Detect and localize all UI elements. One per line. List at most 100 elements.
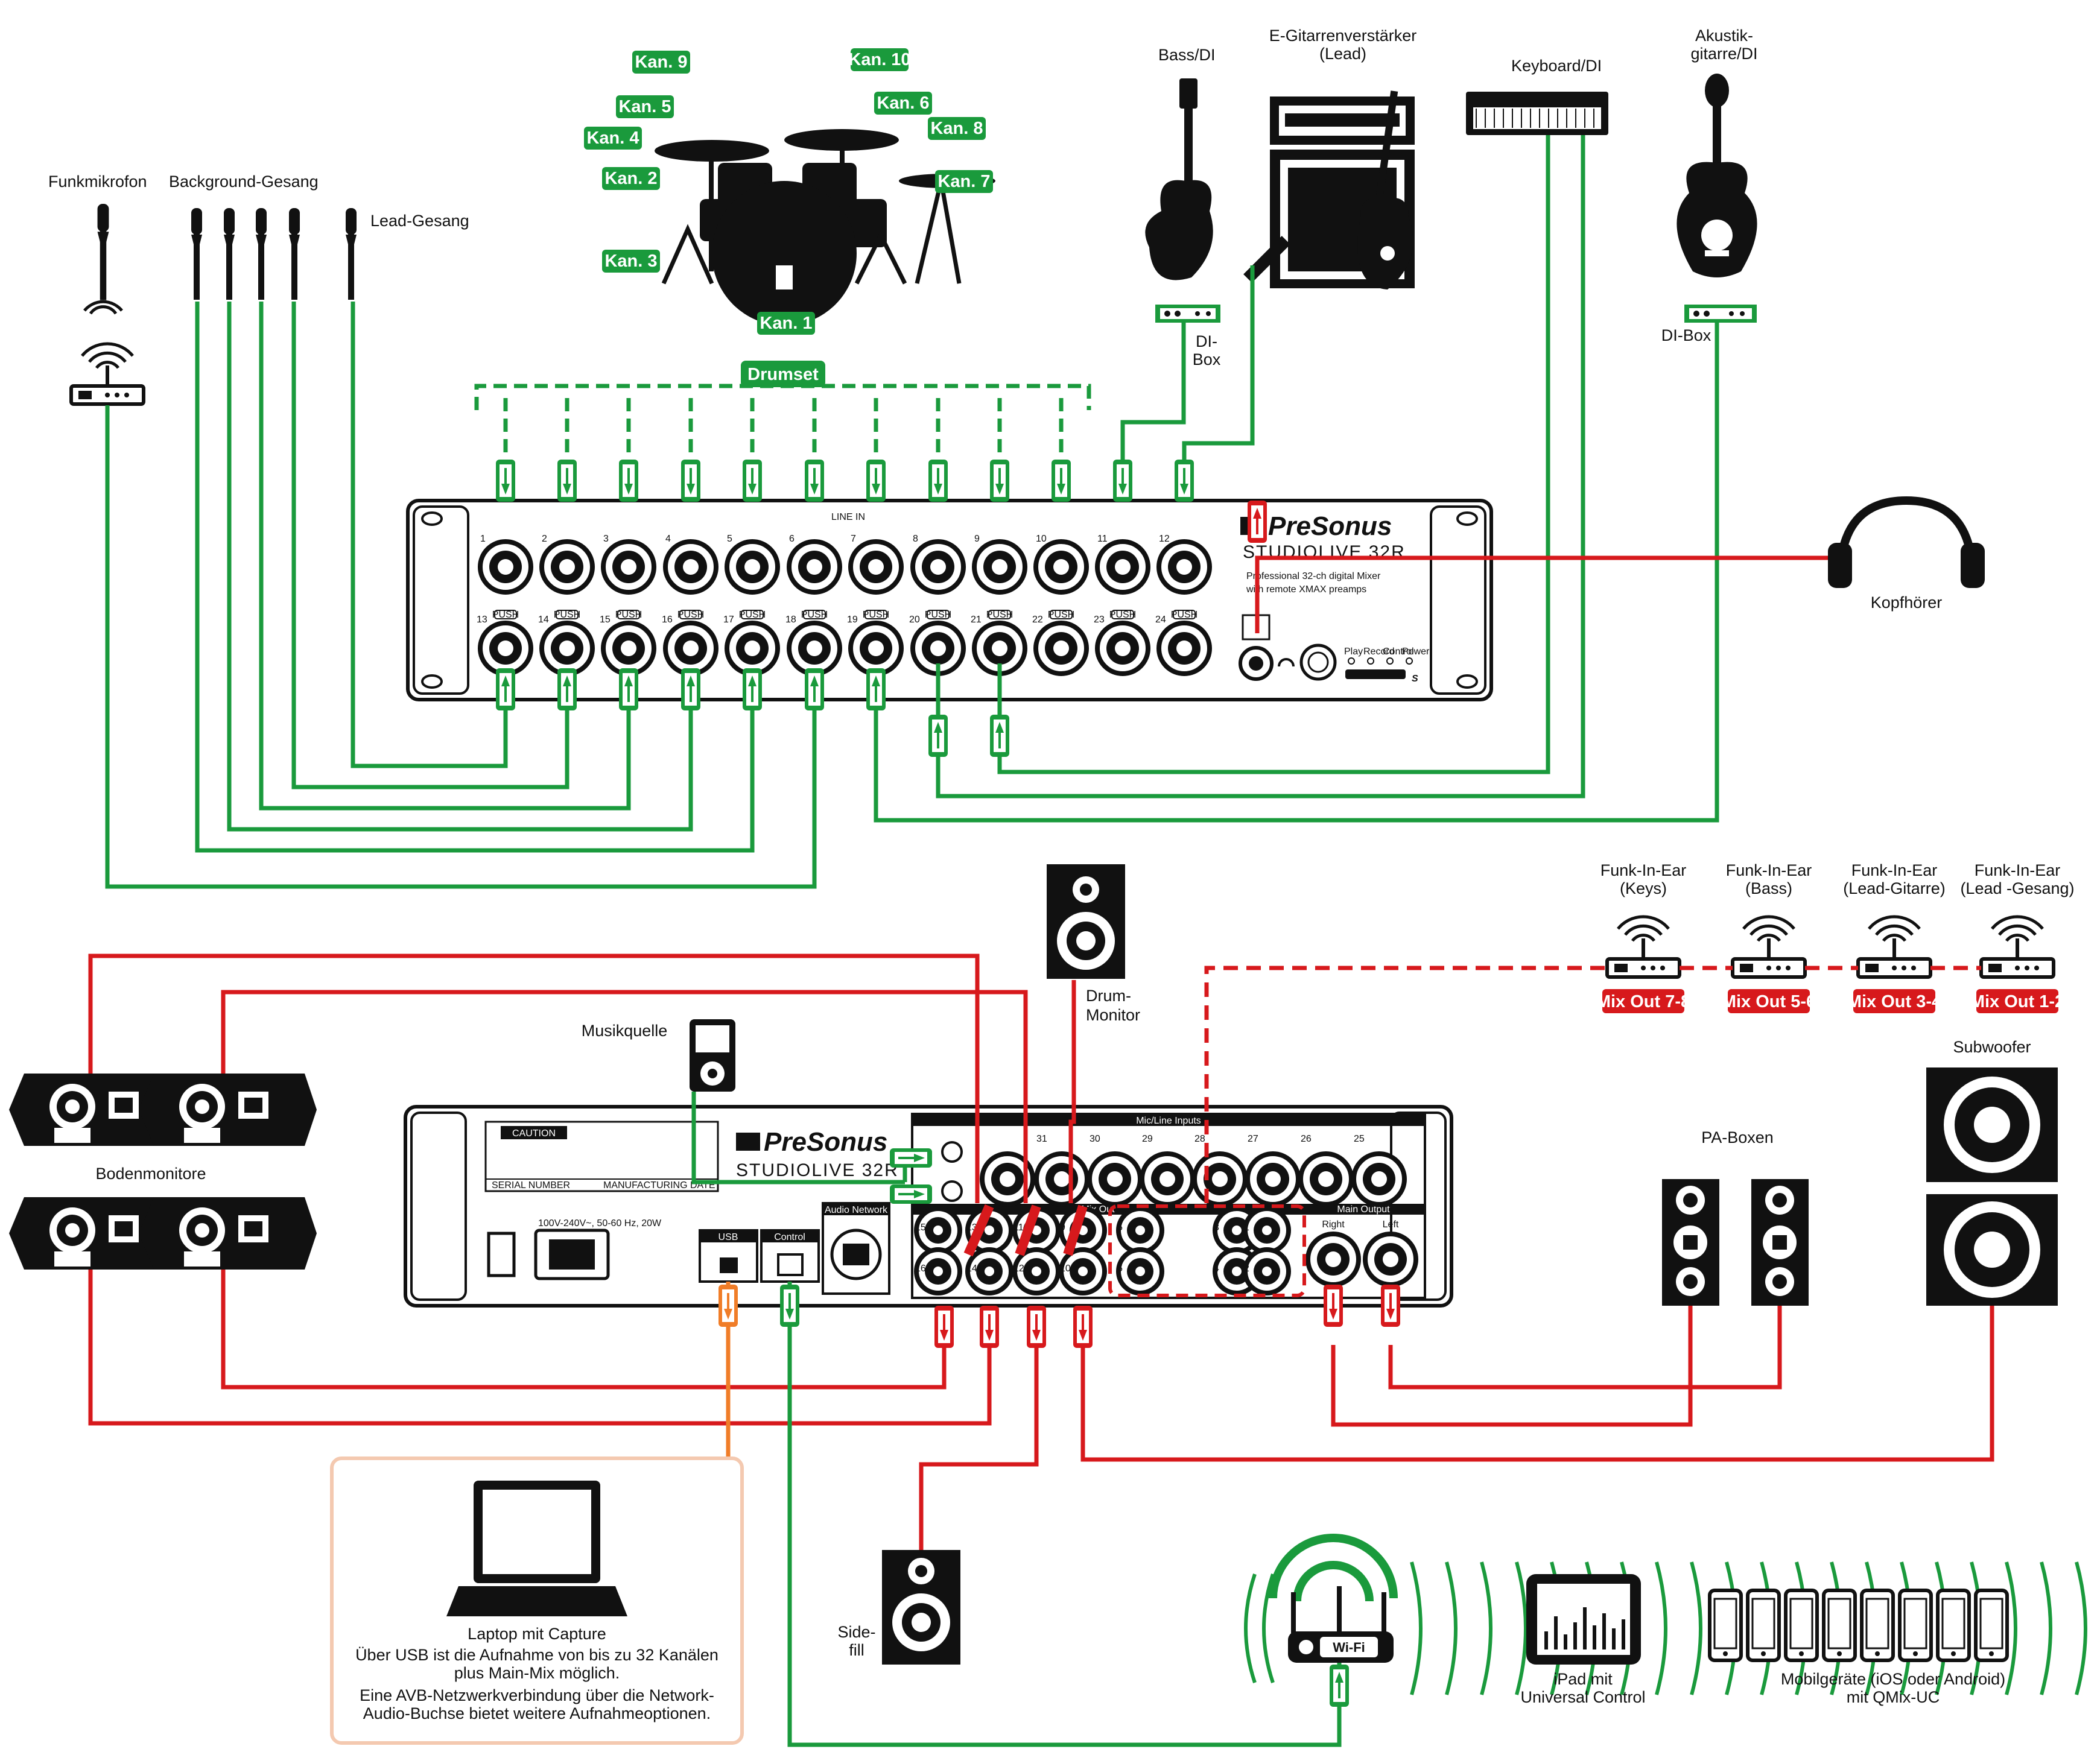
drum-tag-8: Kan. 8 — [928, 117, 986, 140]
wifi-wave — [1445, 1561, 1458, 1695]
plug-bot-21 — [990, 715, 1009, 757]
mixout-2[interactable] — [1245, 1250, 1289, 1293]
svg-text:PUSH: PUSH — [925, 610, 951, 620]
rca-inputs — [941, 1141, 963, 1202]
presonus-logo-rear: PreSonus — [736, 1127, 887, 1157]
wifi-wave — [1244, 1573, 1257, 1683]
front-input-12[interactable] — [1159, 542, 1210, 592]
front-input-9[interactable] — [974, 542, 1025, 592]
main-output-label: Main Output — [1337, 1204, 1390, 1215]
front-input-5[interactable] — [727, 542, 778, 592]
rear-mic-input-26[interactable] — [1301, 1154, 1351, 1204]
brand-front: PreSonus — [1268, 511, 1392, 541]
rear-mic-input-25[interactable] — [1354, 1154, 1404, 1204]
svg-text:PUSH: PUSH — [863, 610, 889, 620]
push-tab: PUSH — [986, 610, 1013, 620]
front-input-23[interactable] — [1097, 623, 1148, 674]
electric-guitar-icon — [1357, 90, 1413, 289]
key-divider — [1575, 109, 1576, 128]
svg-text:PUSH: PUSH — [677, 610, 704, 620]
control-port[interactable]: Control — [760, 1229, 820, 1283]
audio-network-port[interactable]: Audio Network — [822, 1202, 890, 1295]
front-input-10[interactable] — [1036, 542, 1086, 592]
front-input-17[interactable] — [727, 623, 778, 674]
mixout-num-14: 14 — [966, 1264, 977, 1274]
laptop-label-2: Über USB ist die Aufnahme von bis zu 32 … — [355, 1646, 719, 1664]
mixout-1[interactable] — [1245, 1209, 1289, 1252]
rear-mic-input-30[interactable] — [1090, 1154, 1140, 1204]
key-divider — [1539, 109, 1540, 128]
wifi-wave — [1480, 1561, 1493, 1695]
power-switch[interactable] — [487, 1232, 516, 1277]
rear-mic-input-27[interactable] — [1248, 1154, 1298, 1204]
mixout-5[interactable] — [1118, 1209, 1162, 1252]
drumset-tag-text: Drumset — [747, 365, 819, 384]
push-tab: PUSH — [554, 610, 580, 620]
usb-port[interactable]: USB — [699, 1229, 758, 1283]
wifi-wave — [1262, 1573, 1275, 1683]
manufacturing-text: MANUFACTURING DATE — [603, 1180, 715, 1191]
front-input-14[interactable] — [542, 623, 592, 674]
rear-mic-num-27: 27 — [1248, 1134, 1258, 1144]
rear-mic-input-28[interactable] — [1194, 1154, 1245, 1204]
in-ear-label-1: Funk-In-Ear — [1600, 861, 1687, 879]
svg-text:PUSH: PUSH — [1109, 610, 1136, 620]
acoustic-guitar-icon — [1677, 74, 1757, 277]
power-socket — [534, 1229, 610, 1280]
rear-mic-input-29[interactable] — [1142, 1154, 1193, 1204]
front-input-11[interactable] — [1097, 542, 1148, 592]
volume-knob[interactable] — [1299, 644, 1337, 681]
plug-top-2 — [557, 460, 577, 502]
funk-receiver-icon — [71, 344, 144, 404]
front-input-2[interactable] — [542, 542, 592, 592]
rear-mic-num-25: 25 — [1354, 1134, 1365, 1144]
mixout-6[interactable] — [1118, 1250, 1162, 1293]
front-input-15[interactable] — [603, 623, 654, 674]
ipad-bar — [1612, 1628, 1616, 1649]
in-ear-label-2: (Keys) — [1620, 879, 1667, 897]
front-num-7: 7 — [851, 534, 856, 544]
main-out-left-xlr[interactable] — [1365, 1234, 1416, 1285]
plug-bot-lead — [496, 668, 515, 710]
background-mic-3-icon — [256, 208, 267, 300]
key-divider — [1593, 109, 1594, 128]
cable-bg2 — [227, 302, 693, 832]
front-input-3[interactable] — [603, 542, 654, 592]
in-ear-antenna-icon — [1981, 917, 2054, 977]
angled-plugs — [963, 1204, 1088, 1257]
pa-speaker-right-icon — [1751, 1179, 1809, 1306]
mobile-phone-icon — [1786, 1590, 1817, 1660]
serial-text: SERIAL NUMBER — [492, 1180, 570, 1191]
sd-card-slot[interactable] — [1345, 669, 1406, 679]
front-input-16[interactable] — [665, 623, 716, 674]
headphone-jack[interactable] — [1239, 614, 1295, 681]
ipad-bar — [1564, 1634, 1567, 1649]
front-input-7[interactable] — [851, 542, 901, 592]
front-input-6[interactable] — [789, 542, 840, 592]
ipad-bar — [1583, 1607, 1587, 1649]
front-input-13[interactable] — [480, 623, 531, 674]
front-input-22[interactable] — [1036, 623, 1086, 674]
front-input-4[interactable] — [665, 542, 716, 592]
rear-mic-input-31[interactable] — [1036, 1154, 1087, 1204]
cable-pa-r — [1331, 1306, 1693, 1427]
front-input-19[interactable] — [851, 623, 901, 674]
ipad-bar — [1593, 1625, 1596, 1649]
lead-mic-icon — [346, 208, 357, 300]
mobile-phone-icon — [1824, 1590, 1855, 1660]
front-input-8[interactable] — [913, 542, 963, 592]
label-keyboard: Keyboard/DI — [1511, 57, 1602, 75]
front-input-1[interactable] — [480, 542, 531, 592]
in-ear-antenna-icon — [1607, 917, 1680, 977]
front-input-18[interactable] — [789, 623, 840, 674]
audio-network-label: Audio Network — [825, 1205, 888, 1215]
push-tab: PUSH — [925, 610, 951, 620]
front-input-24[interactable] — [1159, 623, 1210, 674]
front-num-6: 6 — [789, 534, 795, 544]
svg-text:PUSH: PUSH — [801, 610, 828, 620]
pa-speaker-left-icon — [1662, 1179, 1719, 1306]
front-num-2: 2 — [542, 534, 547, 544]
drum-tag-5: Kan. 5 — [616, 95, 674, 118]
main-out-right-xlr[interactable] — [1308, 1234, 1359, 1285]
key-divider — [1512, 109, 1513, 128]
